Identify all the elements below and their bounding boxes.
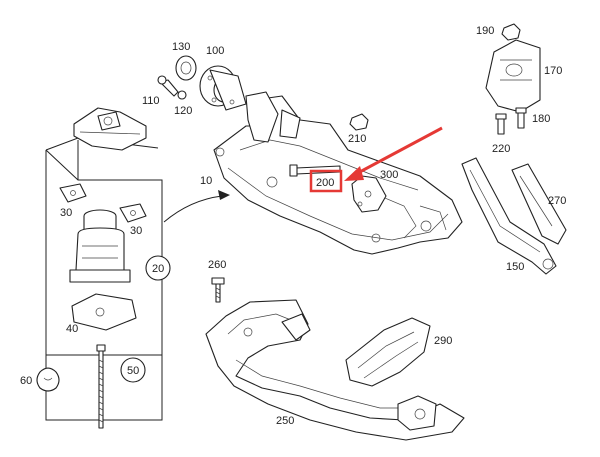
rubber-mount — [69, 209, 131, 283]
assembly-arrow — [163, 195, 223, 223]
label-260: 260 — [208, 259, 226, 271]
label-30-right: 30 — [130, 225, 142, 237]
label-120: 120 — [174, 105, 192, 117]
mount-plate — [71, 293, 137, 331]
bolt-220 — [495, 113, 507, 135]
callout-labels: 10 20 30 30 40 50 60 100 110 120 130 150… — [20, 25, 566, 427]
label-300: 300 — [380, 169, 398, 181]
front-subframe — [213, 91, 463, 255]
label-40: 40 — [66, 323, 78, 335]
callout-circle-20 — [145, 255, 171, 281]
label-270: 270 — [548, 195, 566, 207]
label-50: 50 — [127, 365, 139, 377]
label-100: 100 — [206, 45, 224, 57]
bracket-300 — [351, 175, 387, 213]
label-200: 200 — [316, 177, 334, 189]
strut-arm — [461, 157, 567, 275]
label-20: 20 — [152, 263, 164, 275]
label-110: 110 — [142, 95, 160, 107]
label-250: 250 — [276, 415, 294, 427]
label-190: 190 — [476, 25, 494, 37]
label-150: 150 — [506, 261, 524, 273]
screw-260 — [211, 277, 225, 303]
label-10: 10 — [200, 175, 212, 187]
label-130: 130 — [172, 41, 190, 53]
bolt-180 — [515, 107, 527, 129]
underbody-panel — [205, 299, 465, 441]
label-290: 290 — [434, 335, 452, 347]
label-220: 220 — [492, 143, 510, 155]
washer-60 — [36, 367, 60, 392]
clip-left — [59, 183, 87, 203]
hub-washer-120 — [177, 90, 187, 100]
hub-bolt-110 — [157, 75, 179, 97]
long-bolt — [96, 344, 106, 429]
transmission-mount — [485, 23, 541, 113]
label-180: 180 — [532, 113, 550, 125]
clip-right — [119, 203, 147, 223]
mount-bracket-top — [73, 107, 147, 151]
label-170: 170 — [544, 65, 562, 77]
shield-290 — [345, 317, 431, 387]
callout-circle-50 — [120, 357, 146, 383]
highlight-box — [309, 169, 343, 193]
assembly-arrow-head — [218, 190, 230, 200]
highlight-arrow — [344, 126, 443, 181]
label-210: 210 — [348, 133, 366, 145]
nut-210 — [349, 113, 369, 131]
wheel-hub — [175, 55, 247, 111]
label-60: 60 — [20, 375, 32, 387]
label-30-left: 30 — [60, 207, 72, 219]
